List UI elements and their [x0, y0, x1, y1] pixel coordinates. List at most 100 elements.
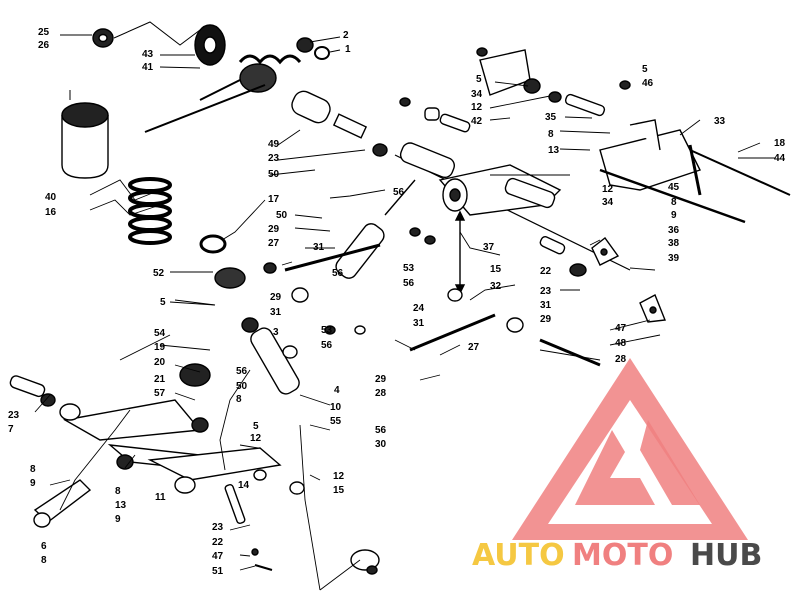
- callout-4: 4: [334, 385, 340, 396]
- rear-arm: [438, 164, 562, 295]
- callout-5a: 5: [160, 297, 166, 308]
- callout-27a: 27: [268, 238, 280, 249]
- callout-53b: 53: [321, 325, 333, 336]
- callout-18: 18: [774, 138, 786, 149]
- callout-23b: 23: [540, 286, 552, 297]
- callout-23a: 23: [268, 153, 280, 164]
- callout-19: 19: [154, 342, 166, 353]
- callout-11: 11: [155, 492, 166, 503]
- callout-14: 14: [238, 480, 250, 491]
- callout-50b: 50: [276, 210, 288, 221]
- callout-31c: 31: [413, 318, 425, 329]
- callout-22b: 22: [212, 537, 224, 548]
- callout-9c: 9: [115, 514, 121, 525]
- callout-45: 45: [668, 182, 680, 193]
- callout-labels: 25 26 2 1 43 41 49 23 50 40 16 17 50 29 …: [8, 27, 786, 577]
- link-27-lower: [409, 313, 496, 352]
- sleeve-35: [564, 93, 606, 117]
- callout-32: 32: [490, 281, 502, 292]
- callout-9b: 9: [30, 478, 36, 489]
- callout-50a: 50: [268, 169, 280, 180]
- callout-29b: 29: [270, 292, 282, 303]
- callout-40: 40: [45, 192, 57, 203]
- callout-23d: 23: [212, 522, 224, 533]
- callout-20: 20: [154, 357, 166, 368]
- callout-37: 37: [483, 242, 495, 253]
- callout-56b: 56: [393, 187, 405, 198]
- link-27-upper: [284, 243, 381, 272]
- torsion-spring: [144, 24, 302, 133]
- sleeve-42: [439, 113, 471, 133]
- callout-8d: 8: [30, 464, 36, 475]
- lower-shock: [241, 317, 300, 395]
- watermark-auto: AUTO: [472, 538, 565, 573]
- callout-31a: 31: [313, 242, 325, 253]
- bottom-small-assembly: [350, 549, 380, 575]
- callout-12c: 12: [250, 433, 262, 444]
- washer-c4: [354, 325, 366, 335]
- watermark-hub: HUB: [690, 538, 762, 573]
- callout-24: 24: [413, 303, 425, 314]
- callout-17: 17: [268, 194, 280, 205]
- callout-8c: 8: [236, 394, 242, 405]
- callout-1: 1: [345, 44, 351, 55]
- rod-44: [689, 149, 791, 196]
- top-bracket: [476, 47, 702, 196]
- callout-54: 54: [154, 328, 166, 339]
- callout-34b: 34: [602, 197, 614, 208]
- callout-6: 6: [41, 541, 47, 552]
- callout-29d: 29: [540, 314, 552, 325]
- callout-56e: 56: [236, 366, 248, 377]
- callout-15b: 15: [333, 485, 345, 496]
- callout-3: 3: [273, 327, 279, 338]
- callout-50c: 50: [236, 381, 248, 392]
- washer-c3: [324, 325, 336, 335]
- callout-2: 2: [343, 30, 349, 41]
- bushing-34: [424, 107, 440, 121]
- callout-46: 46: [642, 78, 654, 89]
- bushing-35: [399, 97, 411, 107]
- callout-5c: 5: [642, 64, 648, 75]
- callout-12b: 12: [602, 184, 614, 195]
- callout-21: 21: [154, 374, 166, 385]
- callout-5b: 5: [476, 74, 482, 85]
- callout-5d: 5: [253, 421, 259, 432]
- callout-8f: 8: [41, 555, 47, 566]
- callout-23c: 23: [8, 410, 20, 421]
- callout-38: 38: [668, 238, 680, 249]
- leader-lines: [34, 34, 775, 591]
- callout-56f: 56: [375, 425, 387, 436]
- bushing-top-left: [92, 28, 114, 48]
- callout-29a: 29: [268, 224, 280, 235]
- watermark-moto: MOTO: [572, 538, 673, 573]
- callout-8a: 8: [548, 129, 554, 140]
- washer-c7: [506, 317, 524, 333]
- callout-27b: 27: [468, 342, 480, 353]
- callout-8b: 8: [671, 197, 677, 208]
- shock-boot: [61, 90, 109, 179]
- callout-15a: 15: [490, 264, 502, 275]
- callout-29c: 29: [375, 374, 387, 385]
- leader-25-26: [113, 21, 201, 46]
- ring-17: [199, 234, 227, 254]
- callout-56c: 56: [403, 278, 415, 289]
- callout-47b: 47: [212, 551, 224, 562]
- bracket-38: [539, 236, 620, 277]
- callout-56d: 56: [321, 340, 333, 351]
- callout-53a: 53: [403, 263, 415, 274]
- callout-12a: 12: [471, 102, 483, 113]
- washer-c6: [447, 288, 463, 302]
- callout-25: 25: [38, 27, 50, 38]
- callout-48: 48: [615, 338, 627, 349]
- callout-49: 49: [268, 139, 280, 150]
- callout-7: 7: [8, 424, 14, 435]
- callout-33: 33: [714, 116, 726, 127]
- washer-c1: [263, 262, 277, 274]
- callout-36: 36: [668, 225, 680, 236]
- callout-39: 39: [668, 253, 680, 264]
- callout-16: 16: [45, 207, 57, 218]
- washer-c5: [424, 235, 436, 245]
- front-a-arm: [9, 363, 282, 528]
- callout-35: 35: [545, 112, 557, 123]
